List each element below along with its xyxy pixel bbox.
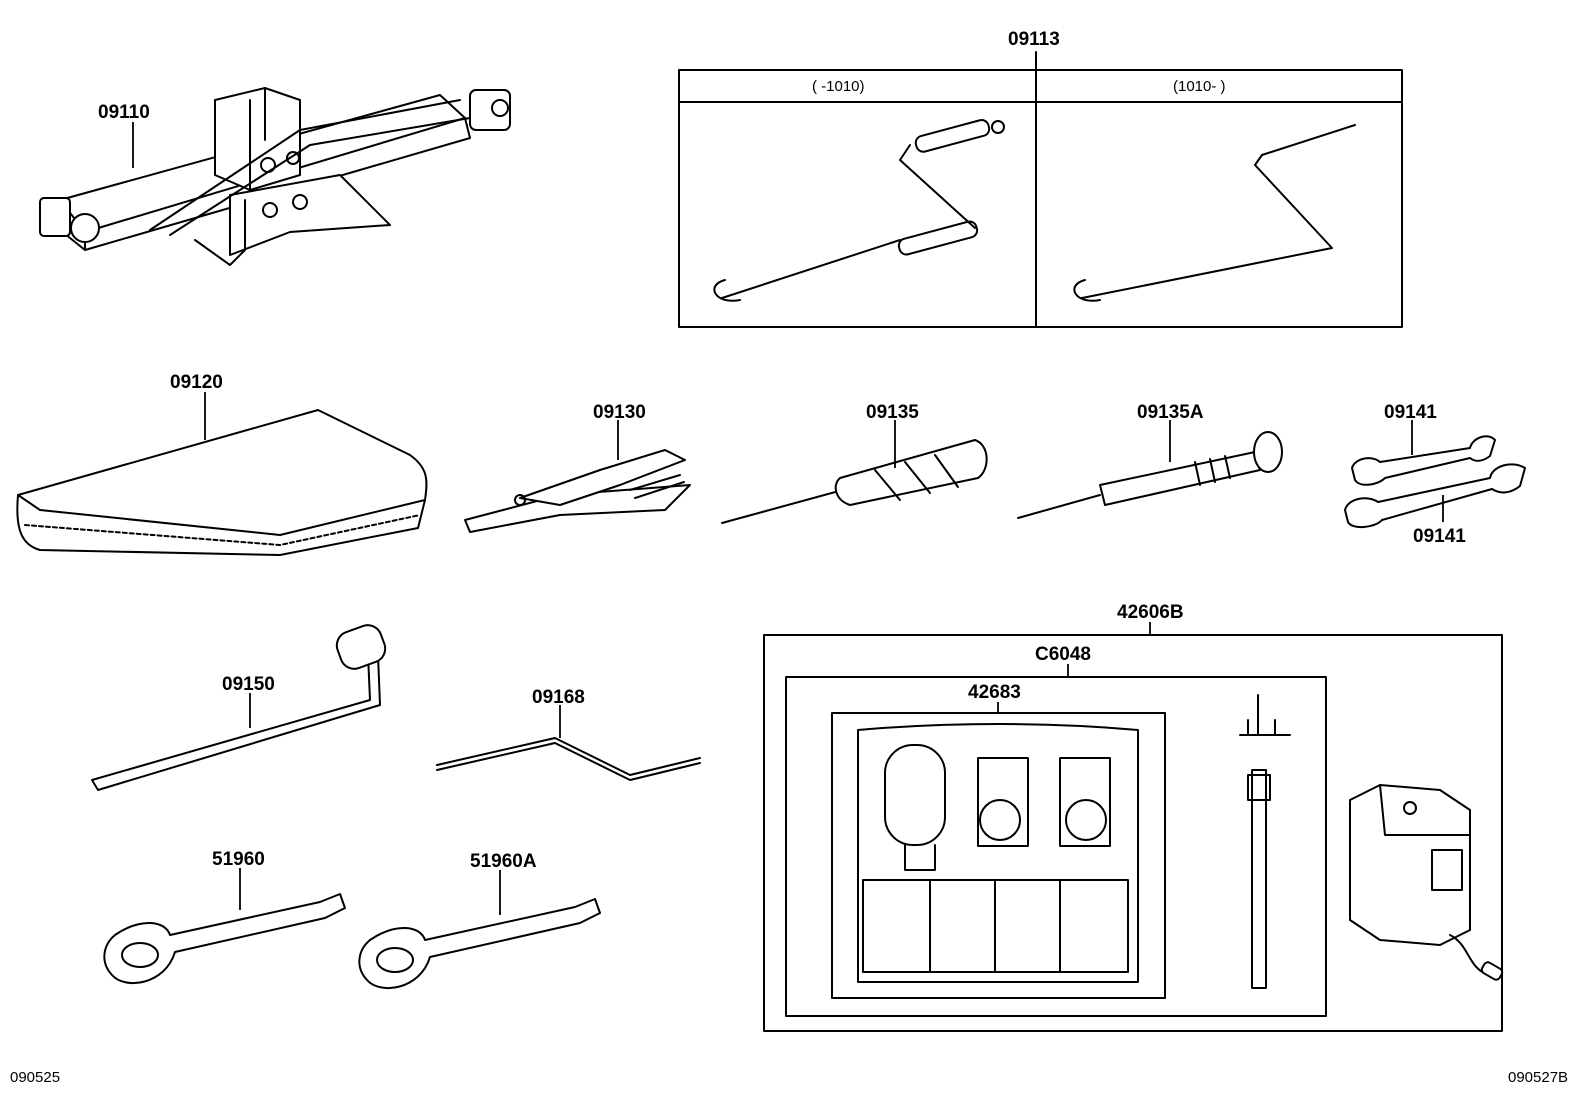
wrench-top-illustration: [1351, 435, 1496, 486]
part-label-09168: 09168: [532, 687, 585, 708]
part-label-51960: 51960: [212, 849, 265, 870]
tool-bag-illustration: [16, 409, 428, 556]
handle-variant-frame: [678, 69, 1403, 328]
part-label-42606B: 42606B: [1117, 602, 1184, 623]
wrench-bottom-illustration: [1344, 463, 1526, 528]
pliers-illustration: [464, 449, 691, 533]
part-label-09141-top: 09141: [1384, 402, 1437, 423]
lug-wrench-illustration: [91, 624, 387, 791]
kit-frame-42606B: [763, 634, 1503, 1032]
footer-code-left: 090525: [10, 1069, 60, 1086]
variant-label-right: (1010- ): [1173, 78, 1226, 95]
part-label-09150: 09150: [222, 674, 275, 695]
part-label-09141-bottom: 09141: [1413, 526, 1466, 547]
part-label-09135: 09135: [866, 402, 919, 423]
part-label-09135A: 09135A: [1137, 402, 1204, 423]
footer-code-right: 090527B: [1508, 1069, 1568, 1086]
part-label-09120: 09120: [170, 372, 223, 393]
part-label-42683: 42683: [968, 682, 1021, 703]
precision-screwdriver-illustration: [1017, 431, 1283, 519]
jack-handle-new-illustration: [1073, 124, 1356, 302]
screwdriver-illustration: [721, 439, 988, 524]
part-label-C6048: C6048: [1035, 644, 1091, 665]
jack-illustration: [39, 87, 511, 266]
kit-frame-C6048: [785, 676, 1327, 1017]
part-label-09110: 09110: [98, 102, 150, 123]
part-label-09130: 09130: [593, 402, 646, 423]
towing-eye-illustration: [103, 893, 346, 984]
compressor-illustration: [1349, 784, 1504, 981]
part-label-51960A: 51960A: [470, 851, 537, 872]
instruction-sheet-illustration: [857, 723, 1139, 983]
part-label-09113: 09113: [1008, 29, 1060, 50]
variant-label-left: ( -1010): [812, 78, 865, 95]
towing-eye-alt-illustration: [358, 898, 601, 989]
kit-frame-42683: [831, 712, 1166, 999]
valve-core-tool-illustration: [1239, 694, 1291, 989]
jack-handle-old-illustration: [713, 119, 1005, 302]
extension-rod-illustration: [436, 737, 701, 781]
